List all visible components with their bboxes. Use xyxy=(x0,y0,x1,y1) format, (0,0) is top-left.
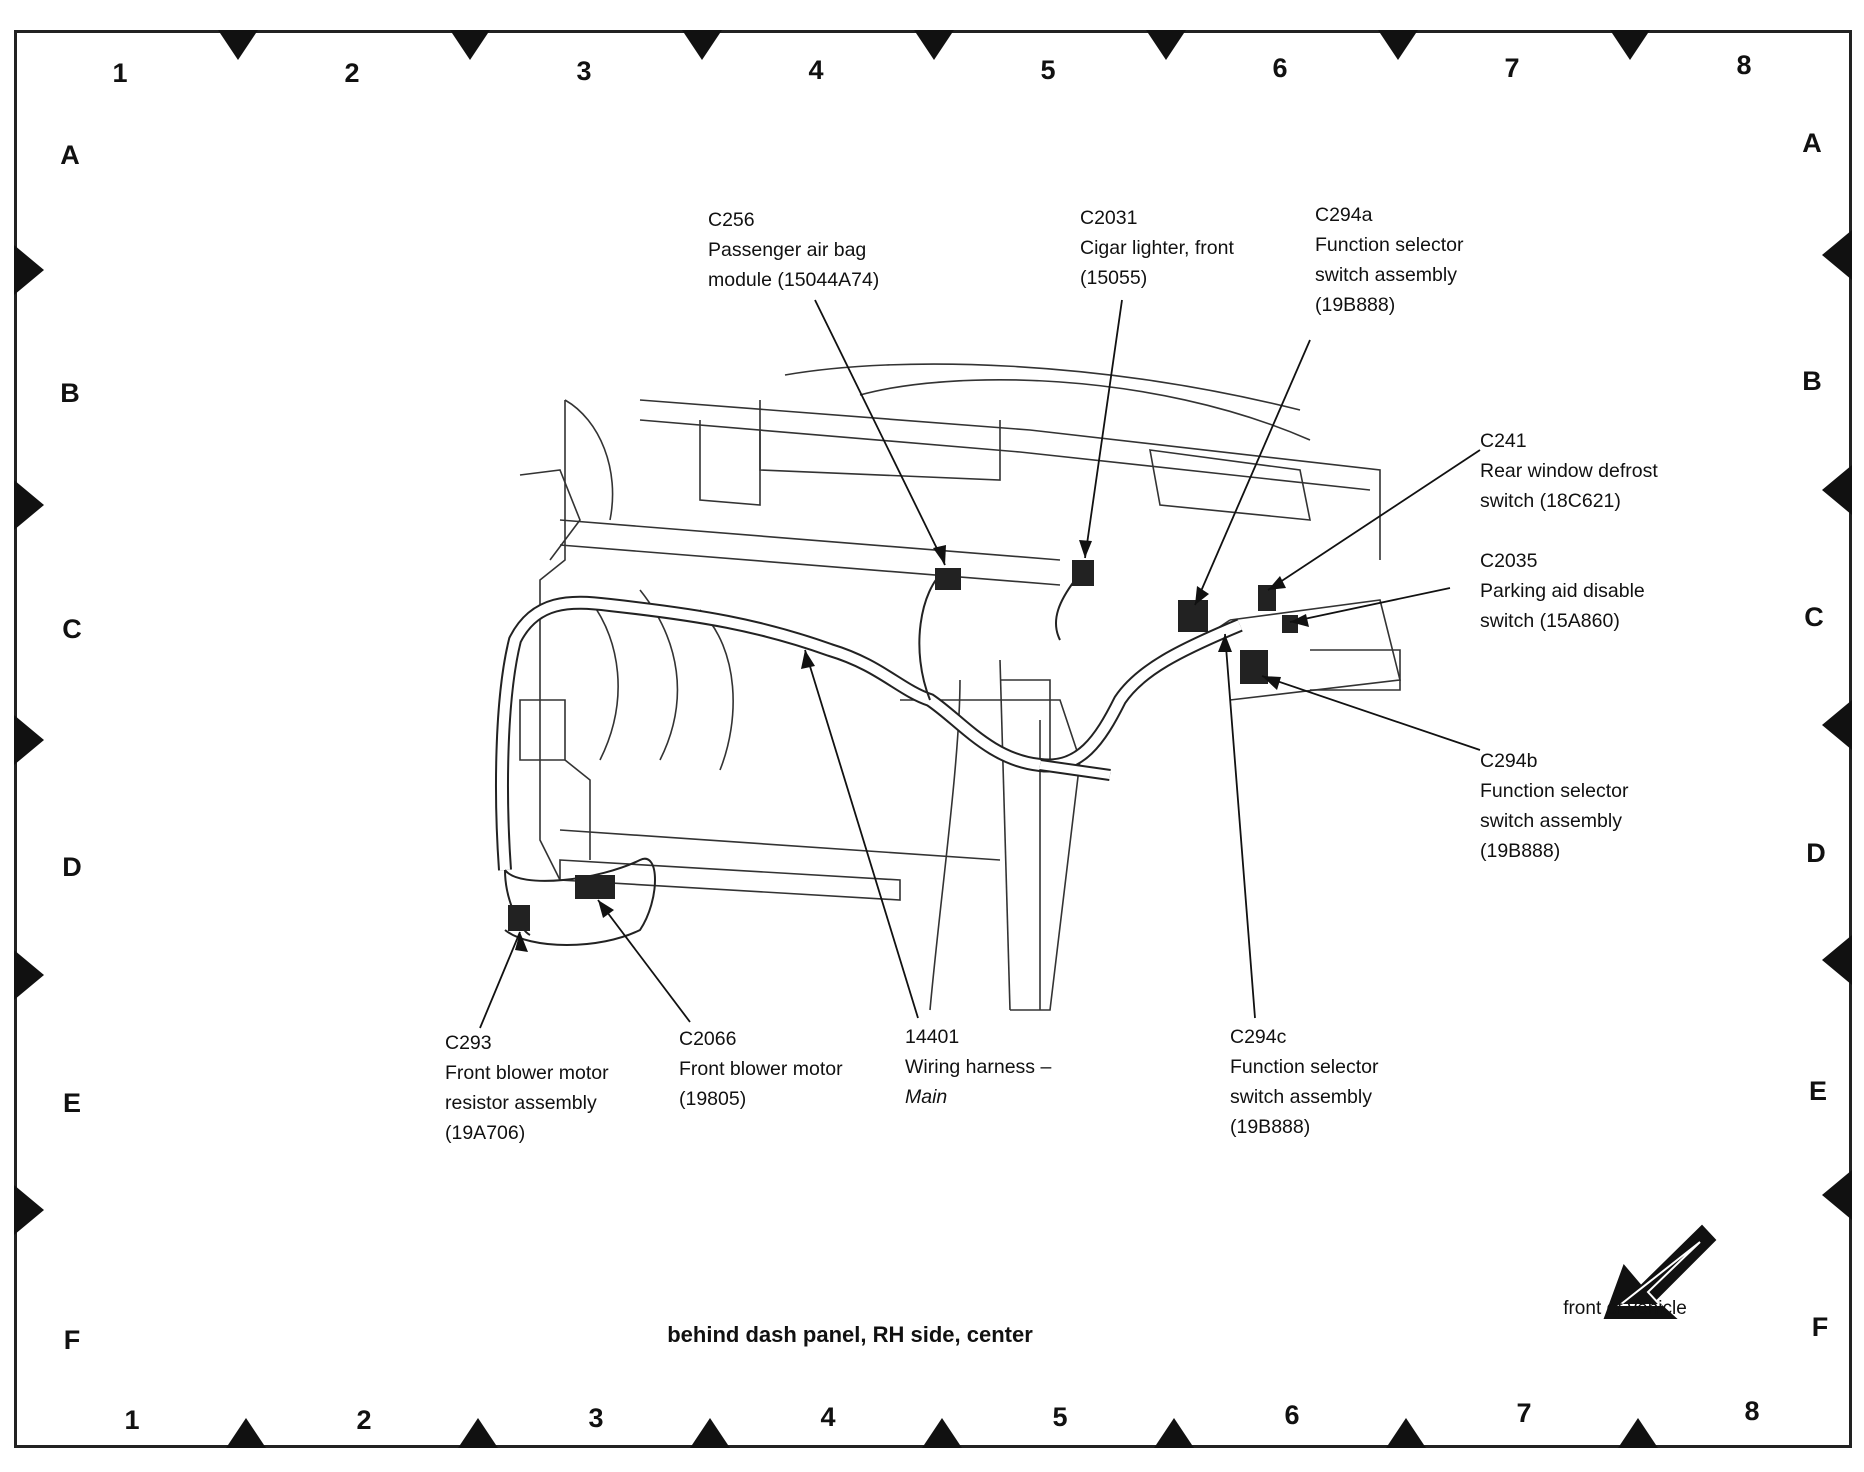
grid-left-B: B xyxy=(60,378,80,408)
callout-code: C2066 xyxy=(679,1028,737,1050)
callout-text: Function selector xyxy=(1315,234,1464,256)
callout-c293: C293 Front blower motor resistor assembl… xyxy=(445,1028,609,1148)
callout-text: Passenger air bag xyxy=(708,239,867,261)
callout-text: Parking aid disable xyxy=(1480,580,1645,602)
callout-text: switch assembly xyxy=(1230,1086,1372,1108)
grid-right-F: F xyxy=(1811,1312,1829,1342)
leader-lines xyxy=(479,299,1481,1029)
callout-code: 14401 xyxy=(905,1026,960,1048)
grid-left-A: A xyxy=(60,140,80,170)
callout-c294c: C294c Function selector switch assembly … xyxy=(1230,1022,1379,1142)
grid-markers xyxy=(14,30,1852,1448)
callout-code: C2031 xyxy=(1080,207,1138,229)
grid-bottom-5: 5 xyxy=(1052,1402,1068,1432)
callout-code: C241 xyxy=(1480,430,1527,452)
grid-bottom-3: 3 xyxy=(588,1403,604,1433)
callout-c294b: C294b Function selector switch assembly … xyxy=(1480,746,1629,866)
grid-right-B: B xyxy=(1802,366,1822,396)
callout-code: C2035 xyxy=(1480,550,1538,572)
grid-top-2: 2 xyxy=(344,58,360,88)
callout-c2031: C2031 Cigar lighter, front (15055) xyxy=(1080,203,1234,293)
front-arrow-icon xyxy=(1603,1224,1717,1319)
callout-text: Rear window defrost xyxy=(1480,460,1658,482)
wiring-harness-main xyxy=(495,569,1243,946)
callout-text: Front blower motor xyxy=(445,1062,609,1084)
grid-right-A: A xyxy=(1802,128,1822,158)
callout-14401: 14401 Wiring harness – Main xyxy=(905,1022,1051,1112)
callout-text: Function selector xyxy=(1230,1056,1379,1078)
callout-text: Main xyxy=(905,1086,948,1108)
dash-structure xyxy=(519,363,1401,1011)
front-of-vehicle-label: front of vehicle xyxy=(1563,1298,1687,1319)
callout-text: Cigar lighter, front xyxy=(1080,237,1234,259)
callout-text: Function selector xyxy=(1480,780,1629,802)
callout-text: switch assembly xyxy=(1315,264,1457,286)
callout-text: (19B888) xyxy=(1480,840,1561,862)
leader-arrowheads xyxy=(515,540,1309,952)
grid-right-E: E xyxy=(1808,1076,1827,1106)
grid-bottom-2: 2 xyxy=(356,1405,372,1435)
grid-left-F: F xyxy=(63,1325,81,1355)
callout-code: C293 xyxy=(445,1032,492,1054)
callout-text: (19B888) xyxy=(1315,294,1396,316)
callout-text: Front blower motor xyxy=(679,1058,843,1080)
grid-top-3: 3 xyxy=(576,56,592,86)
grid-right-C: C xyxy=(1804,602,1824,632)
callout-text: Wiring harness – xyxy=(905,1056,1052,1078)
callout-text: (19A706) xyxy=(445,1122,526,1144)
callout-text: switch (15A860) xyxy=(1480,610,1620,632)
grid-bottom-7: 7 xyxy=(1516,1398,1532,1428)
callout-text: switch assembly xyxy=(1480,810,1622,832)
grid-left-D: D xyxy=(62,852,82,882)
grid-left-C: C xyxy=(62,614,82,644)
diagram-caption: behind dash panel, RH side, center xyxy=(667,1322,1033,1347)
callout-c2066: C2066 Front blower motor (19805) xyxy=(679,1024,843,1114)
callout-text: resistor assembly xyxy=(445,1092,597,1114)
grid-left-E: E xyxy=(62,1088,81,1118)
callout-code: C294a xyxy=(1315,204,1373,226)
callout-text: (19805) xyxy=(679,1088,747,1110)
grid-top-1: 1 xyxy=(112,58,128,88)
callout-c2035: C2035 Parking aid disable switch (15A860… xyxy=(1480,546,1645,636)
callout-c256: C256 Passenger air bag module (15044A74) xyxy=(708,205,879,295)
callout-text: (19B888) xyxy=(1230,1116,1311,1138)
callout-text: module (15044A74) xyxy=(708,269,880,291)
grid-top-8: 8 xyxy=(1736,50,1752,80)
grid-bottom-6: 6 xyxy=(1284,1400,1300,1430)
connectors xyxy=(508,560,1298,931)
grid-top-5: 5 xyxy=(1040,55,1056,85)
callout-c294a: C294a Function selector switch assembly … xyxy=(1315,200,1464,320)
grid-bottom-8: 8 xyxy=(1744,1396,1760,1426)
grid-top-4: 4 xyxy=(808,55,824,85)
grid-top-7: 7 xyxy=(1504,53,1520,83)
callout-code: C294b xyxy=(1480,750,1538,772)
grid-bottom-4: 4 xyxy=(820,1402,836,1432)
callout-text: switch (18C621) xyxy=(1480,490,1621,512)
grid-bottom-1: 1 xyxy=(124,1405,140,1435)
callout-c241: C241 Rear window defrost switch (18C621) xyxy=(1480,426,1658,516)
grid-top-6: 6 xyxy=(1272,53,1288,83)
callout-text: (15055) xyxy=(1080,267,1148,289)
callout-code: C256 xyxy=(708,209,755,231)
grid-right-D: D xyxy=(1806,838,1826,868)
callout-code: C294c xyxy=(1230,1026,1287,1048)
